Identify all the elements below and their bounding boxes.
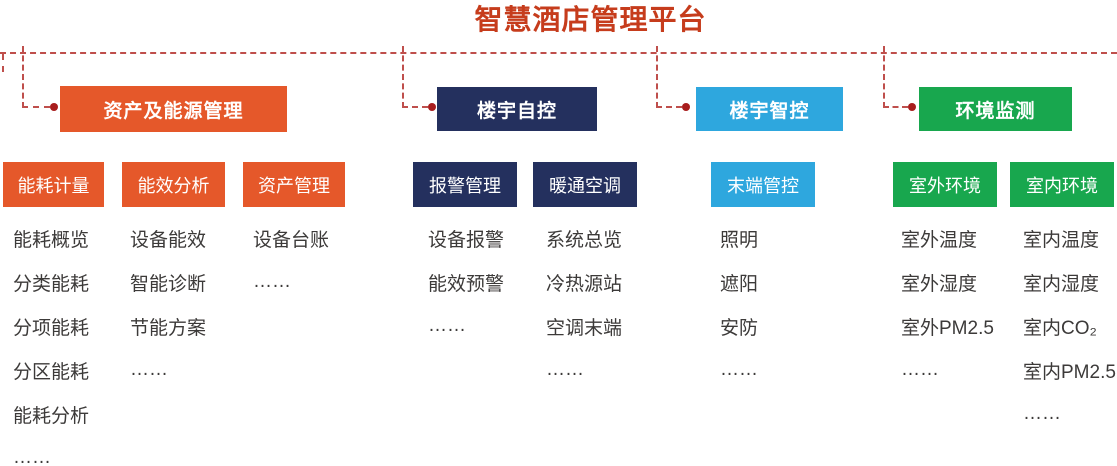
list-item: 分项能耗 (13, 317, 90, 339)
list-item: 分区能耗 (13, 361, 90, 383)
list-item: 室内温度 (1023, 229, 1100, 251)
list-item: …… (13, 447, 51, 466)
list-item: 照明 (720, 229, 759, 251)
list-item: …… (901, 359, 939, 380)
list-hvac: 系统总览 冷热源站 空调末端 …… (546, 216, 622, 392)
list-item: 冷热源站 (546, 273, 623, 295)
list-item: 能效预警 (428, 273, 505, 295)
connector-vertical-line-3 (656, 46, 658, 108)
list-item: …… (428, 315, 466, 336)
subcategory-outdoor-environment: 室外环境 (893, 162, 997, 207)
list-item: …… (720, 359, 758, 380)
list-item: 分类能耗 (13, 273, 90, 295)
connector-vertical-line-2 (402, 46, 404, 108)
list-alarm-management: 设备报警 能效预警 …… (428, 216, 504, 348)
list-outdoor-environment: 室外温度 室外湿度 室外PM2.5 …… (901, 216, 994, 392)
subcategory-energy-metering: 能耗计量 (3, 162, 104, 207)
subcategory-energy-efficiency-analysis: 能效分析 (122, 162, 225, 207)
list-item: 室内CO₂ (1023, 317, 1097, 339)
list-item: 遮阳 (720, 273, 759, 295)
list-terminal-control: 照明 遮阳 安防 …… (720, 216, 758, 392)
list-item: 设备能效 (130, 229, 207, 251)
connector-horizontal-line (0, 52, 1117, 54)
connector-vertical-line-4 (883, 46, 885, 108)
list-item: 室内湿度 (1023, 273, 1100, 295)
connector-vertical-line-1 (22, 46, 24, 108)
list-item: 系统总览 (546, 229, 623, 251)
list-item: 空调末端 (546, 317, 623, 339)
list-item: 智能诊断 (130, 273, 207, 295)
subcategory-indoor-environment: 室内环境 (1010, 162, 1114, 207)
category-environment-monitoring: 环境监测 (919, 87, 1072, 131)
subcategory-terminal-control: 末端管控 (711, 162, 815, 207)
list-item: 设备报警 (428, 229, 505, 251)
connector-dot-3 (682, 103, 690, 111)
category-building-smart-control: 楼宇智控 (696, 87, 843, 131)
list-item: 能耗分析 (13, 405, 90, 427)
connector-left-edge-tick (2, 54, 4, 72)
category-asset-energy-management: 资产及能源管理 (60, 86, 287, 132)
connector-stub-4 (883, 106, 908, 108)
list-item: 室内PM2.5 (1023, 361, 1116, 383)
list-energy-metering: 能耗概览 分类能耗 分项能耗 分区能耗 能耗分析 …… (13, 216, 89, 466)
connector-dot-2 (428, 103, 436, 111)
connector-stub-3 (656, 106, 682, 108)
connector-dot-4 (908, 103, 916, 111)
category-building-automation: 楼宇自控 (437, 87, 597, 131)
list-item: …… (1023, 403, 1061, 424)
list-item: …… (546, 359, 584, 380)
list-item: …… (130, 359, 168, 380)
list-indoor-environment: 室内温度 室内湿度 室内CO₂ 室内PM2.5 …… (1023, 216, 1116, 436)
list-item: …… (253, 271, 291, 292)
list-item: 设备台账 (253, 229, 330, 251)
list-item: 安防 (720, 317, 759, 339)
subcategory-hvac: 暖通空调 (533, 162, 637, 207)
list-item: 节能方案 (130, 317, 207, 339)
subcategory-asset-management: 资产管理 (243, 162, 345, 207)
page-title: 智慧酒店管理平台 (474, 4, 707, 35)
connector-dot-1 (50, 103, 58, 111)
list-item: 室外PM2.5 (901, 317, 994, 339)
list-item: 能耗概览 (13, 229, 90, 251)
list-asset-management: 设备台账 …… (253, 216, 329, 304)
list-energy-efficiency-analysis: 设备能效 智能诊断 节能方案 …… (130, 216, 206, 392)
list-item: 室外湿度 (901, 273, 978, 295)
connector-stub-1 (22, 106, 50, 108)
subcategory-alarm-management: 报警管理 (413, 162, 517, 207)
connector-stub-2 (402, 106, 428, 108)
list-item: 室外温度 (901, 229, 978, 251)
